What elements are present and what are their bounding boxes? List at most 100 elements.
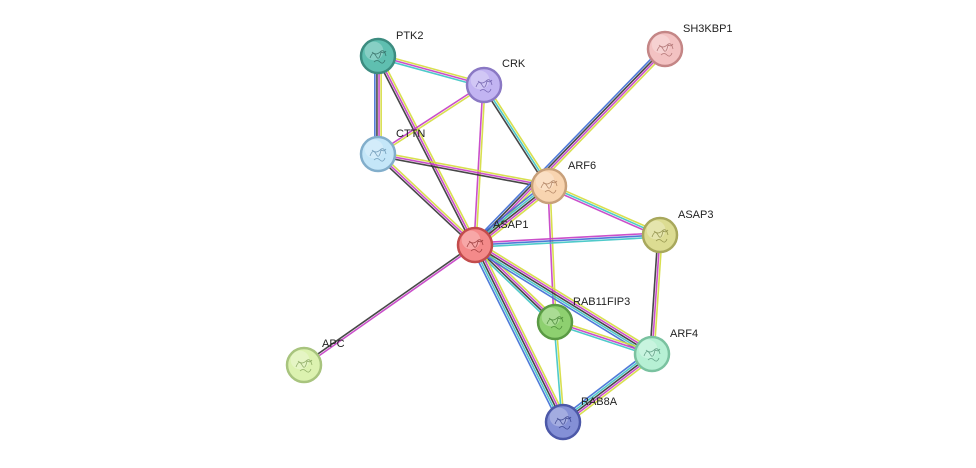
node-circle-sh3kbp1[interactable] bbox=[646, 30, 684, 68]
node-cttn[interactable]: CTTN bbox=[359, 128, 425, 173]
node-highlight bbox=[364, 139, 384, 159]
edge-evidence-line bbox=[653, 235, 663, 355]
edge-evidence-line bbox=[483, 84, 550, 187]
node-sh3kbp1[interactable]: SH3KBP1 bbox=[646, 23, 733, 68]
edge-crk-arf6[interactable] bbox=[481, 83, 552, 188]
edge-sh3kbp1-asap1[interactable] bbox=[472, 46, 668, 248]
node-highlight bbox=[651, 34, 671, 54]
edge-cttn-arf6[interactable] bbox=[377, 151, 550, 189]
edge-evidence-line bbox=[474, 244, 564, 423]
edge-cttn-asap1[interactable] bbox=[376, 151, 477, 248]
edge-arf4-rab8a[interactable] bbox=[559, 350, 656, 426]
node-circle-apc[interactable] bbox=[285, 346, 323, 384]
edge-evidence-line bbox=[475, 243, 557, 322]
edge-evidence-line bbox=[548, 185, 661, 236]
edge-evidence-line bbox=[377, 155, 549, 189]
node-circle-asap3[interactable] bbox=[641, 216, 679, 254]
node-rab8a[interactable]: RAB8A bbox=[544, 396, 618, 441]
protein-structure-icon bbox=[554, 416, 572, 430]
node-arf6[interactable]: ARF6 bbox=[530, 160, 596, 205]
edge-arf6-rab11fip3[interactable] bbox=[547, 185, 557, 323]
edge-evidence-line bbox=[379, 54, 478, 245]
edge-arf6-asap3[interactable] bbox=[547, 183, 662, 238]
edge-asap1-arf4[interactable] bbox=[472, 240, 655, 359]
edge-evidence-line bbox=[377, 57, 484, 88]
edge-evidence-line bbox=[473, 246, 652, 357]
node-label-apc: APC bbox=[322, 338, 345, 350]
node-ptk2[interactable]: PTK2 bbox=[359, 30, 424, 75]
edge-evidence-line bbox=[563, 355, 654, 425]
protein-structure-icon bbox=[540, 180, 558, 194]
edge-asap1-asap3[interactable] bbox=[474, 232, 661, 248]
edge-evidence-line bbox=[649, 234, 659, 354]
node-asap3[interactable]: ASAP3 bbox=[641, 209, 713, 254]
protein-structure-icon bbox=[546, 316, 564, 330]
node-highlight bbox=[541, 307, 561, 327]
edge-evidence-line bbox=[376, 83, 484, 154]
node-highlight bbox=[646, 220, 666, 240]
node-highlight bbox=[290, 350, 310, 370]
node-label-arf6: ARF6 bbox=[568, 160, 596, 172]
node-highlight bbox=[470, 70, 490, 90]
edge-evidence-line bbox=[472, 246, 554, 325]
node-highlight bbox=[638, 339, 658, 359]
edge-crk-cttn[interactable] bbox=[376, 83, 486, 156]
node-label-rab8a: RAB8A bbox=[581, 396, 618, 408]
node-circle-cttn[interactable] bbox=[359, 135, 397, 173]
edge-evidence-line bbox=[474, 244, 653, 355]
edge-evidence-line bbox=[565, 356, 656, 426]
node-label-ptk2: PTK2 bbox=[396, 30, 424, 42]
node-circle-arf6[interactable] bbox=[530, 167, 568, 205]
edge-crk-asap1[interactable] bbox=[473, 84, 486, 246]
edge-evidence-line bbox=[377, 153, 550, 187]
edge-evidence-line bbox=[651, 234, 661, 355]
edge-evidence-line bbox=[302, 243, 475, 365]
node-crk[interactable]: CRK bbox=[465, 58, 526, 104]
node-label-rab11fip3: RAB11FIP3 bbox=[573, 296, 630, 308]
edge-evidence-line bbox=[473, 84, 484, 245]
edge-evidence-line bbox=[378, 151, 550, 185]
edge-evidence-line bbox=[378, 53, 485, 84]
edge-ptk2-asap1[interactable] bbox=[375, 54, 478, 247]
edge-asap3-arf4[interactable] bbox=[649, 234, 663, 355]
node-circle-rab11fip3[interactable] bbox=[536, 303, 574, 341]
node-highlight bbox=[461, 230, 481, 250]
edge-evidence-line bbox=[478, 242, 568, 421]
node-circle-arf4[interactable] bbox=[633, 335, 671, 373]
edge-evidence-line bbox=[561, 351, 652, 421]
edge-ptk2-crk[interactable] bbox=[377, 53, 485, 88]
edge-evidence-line bbox=[377, 55, 476, 246]
edge-asap1-rab8a[interactable] bbox=[470, 242, 568, 425]
node-highlight bbox=[364, 41, 384, 61]
protein-structure-icon bbox=[295, 359, 313, 373]
node-label-asap1: ASAP1 bbox=[493, 219, 528, 231]
node-arf4[interactable]: ARF4 bbox=[633, 328, 698, 373]
node-circle-asap1[interactable] bbox=[456, 226, 494, 264]
protein-structure-icon bbox=[369, 148, 387, 162]
protein-structure-icon bbox=[651, 229, 669, 243]
protein-structure-icon bbox=[369, 50, 387, 64]
edge-evidence-line bbox=[470, 246, 560, 425]
node-asap1[interactable]: ASAP1 bbox=[456, 219, 528, 264]
edge-evidence-line bbox=[472, 245, 562, 424]
edge-evidence-line bbox=[472, 247, 651, 359]
edge-evidence-line bbox=[376, 154, 475, 248]
node-apc[interactable]: APC bbox=[285, 338, 345, 384]
node-rab11fip3[interactable]: RAB11FIP3 bbox=[536, 296, 630, 341]
edge-evidence-line bbox=[378, 85, 486, 156]
edge-evidence-line bbox=[476, 240, 655, 352]
edge-evidence-line bbox=[481, 85, 548, 188]
edge-evidence-line bbox=[375, 56, 474, 247]
edge-evidence-line bbox=[378, 151, 477, 245]
node-circle-ptk2[interactable] bbox=[359, 37, 397, 75]
edge-asap1-apc[interactable] bbox=[302, 243, 477, 367]
edge-evidence-line bbox=[377, 55, 485, 86]
node-highlight bbox=[535, 171, 555, 191]
edge-evidence-line bbox=[562, 353, 653, 423]
edge-evidence-line bbox=[549, 183, 662, 234]
node-circle-crk[interactable] bbox=[465, 66, 503, 104]
node-circle-rab8a[interactable] bbox=[544, 403, 582, 441]
protein-structure-icon bbox=[643, 348, 661, 362]
